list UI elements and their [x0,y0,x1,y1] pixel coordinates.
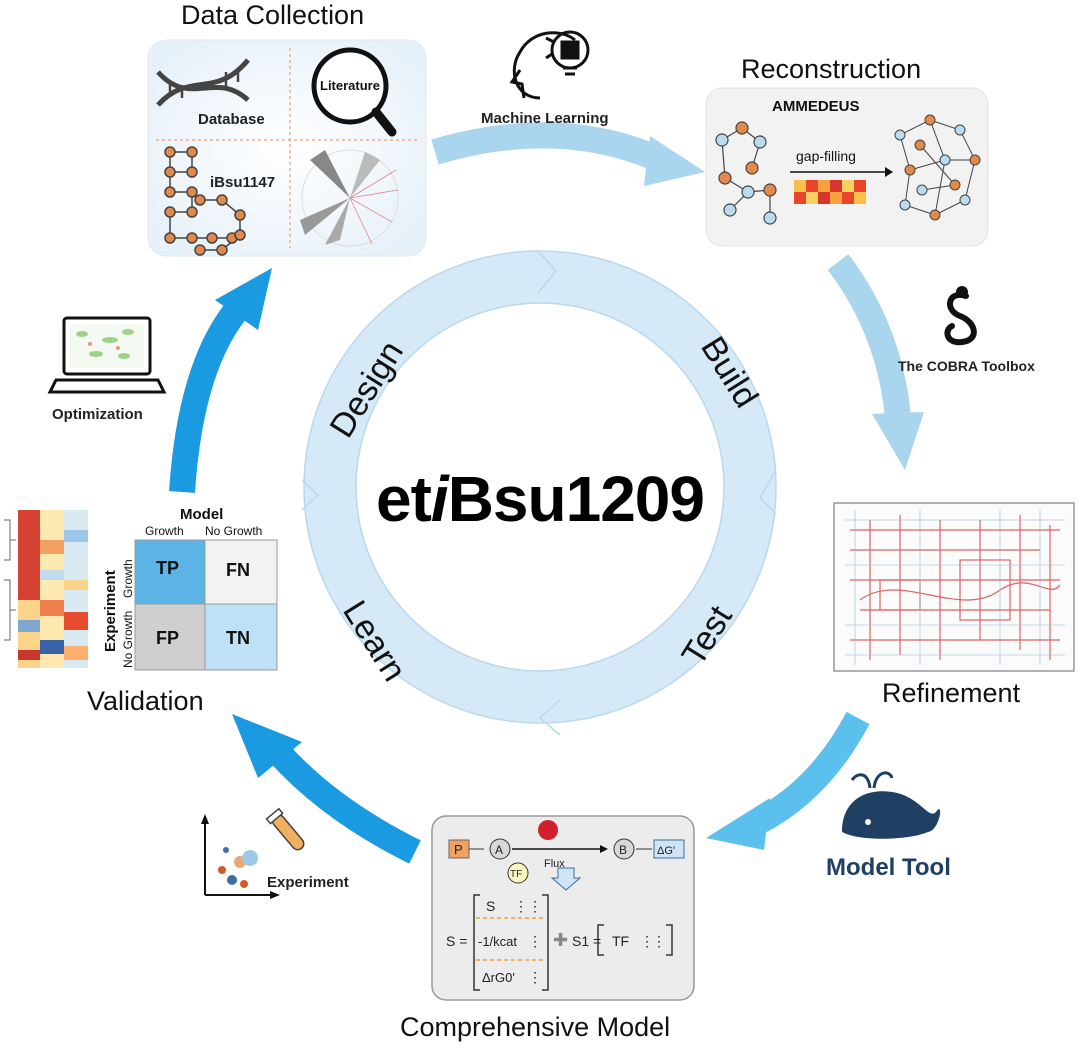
cm-s1-equals: S1 = [572,933,601,949]
network-before [715,121,777,225]
cm-p-label: P [454,842,463,857]
laptop-icon [47,316,167,394]
refinement-title: Refinement [882,678,1021,708]
svg-text:✚: ✚ [553,930,568,950]
cm-s-row: S [486,898,495,914]
comprehensive-model-card: ⋮⋮ ⋮ ⋮ ⋮⋮ ✚ [431,815,695,1001]
experiment-axis-label: Experiment [102,570,119,652]
whale-icon [842,771,941,839]
svg-text:⋮: ⋮ [514,898,528,914]
fn-cell: FN [226,560,250,580]
central-model-title: etiBsu1209 [340,462,740,536]
gap-filling-heatmap [794,180,866,204]
cm-a-label: A [495,843,503,857]
data-collection-card [147,39,427,257]
center-title-italic: i [430,463,449,535]
cm-s-equals: S = [446,933,467,949]
validation-title: Validation [87,686,204,716]
cycle-ring [301,250,777,736]
ibsu1147-label: iBsu1147 [210,174,276,191]
magnifier-icon [311,47,397,137]
literature-label: Literature [320,78,380,93]
gap-filling-label: gap-filling [796,148,856,164]
arrow-model-tool [706,711,870,850]
cm-flux-label: Flux [544,858,565,870]
row-no-growth-label: No Growth [121,611,135,668]
machine-learning-label: Machine Learning [481,110,609,127]
network-after [894,114,981,221]
cm-dg-row: ΔrG0' [482,970,515,985]
tn-cell: TN [226,628,250,648]
experiment-plot-icon [201,807,305,899]
database-label: Database [198,111,265,128]
cm-b-label: B [619,843,627,857]
confusion-matrix [134,539,278,671]
svg-text:⋮: ⋮ [652,933,666,949]
svg-text:⋮: ⋮ [528,933,542,949]
arrow-ml [431,122,705,186]
cm-kcat-row: -1/kcat [478,934,517,949]
cm-dg-label: ΔG' [657,845,675,857]
arrow-cobra [827,254,924,470]
svg-text:⋮: ⋮ [640,933,654,949]
data-collection-title: Data Collection [181,0,365,30]
cm-tf-row: TF [612,933,629,949]
center-title-suffix: Bsu1209 [447,463,705,535]
cobra-snake-icon [944,286,977,346]
reconstruction-title: Reconstruction [741,54,922,84]
reconstruction-card [705,87,989,247]
comprehensive-model-title: Comprehensive Model [400,1012,671,1042]
ibsu1147-network [164,146,246,256]
col-no-growth-label: No Growth [205,524,263,538]
ammedeus-label: AMMEDEUS [772,98,860,115]
machine-learning-icon [509,30,590,100]
fp-cell: FP [156,628,180,648]
model-tool-label: Model Tool [826,854,951,881]
arrow-experiment [232,714,421,864]
center-title-prefix: et [376,463,432,535]
svg-text:⋮: ⋮ [528,898,542,914]
validation-heatmap [4,510,88,668]
model-header: Model [180,506,224,523]
arrow-optimization [169,268,272,493]
cm-tf-label: TF [510,869,522,880]
svg-text:⋮: ⋮ [528,969,542,985]
col-growth-label: Growth [145,524,184,538]
tp-cell: TP [156,558,180,578]
experiment-label: Experiment [267,874,349,891]
row-growth-label: Growth [121,559,135,598]
refinement-map [833,502,1075,672]
dna-icon [156,58,250,107]
optimization-label: Optimization [52,406,143,423]
phylogenetic-tree-icon [300,149,399,247]
cobra-toolbox-label: The COBRA Toolbox [898,358,1035,374]
